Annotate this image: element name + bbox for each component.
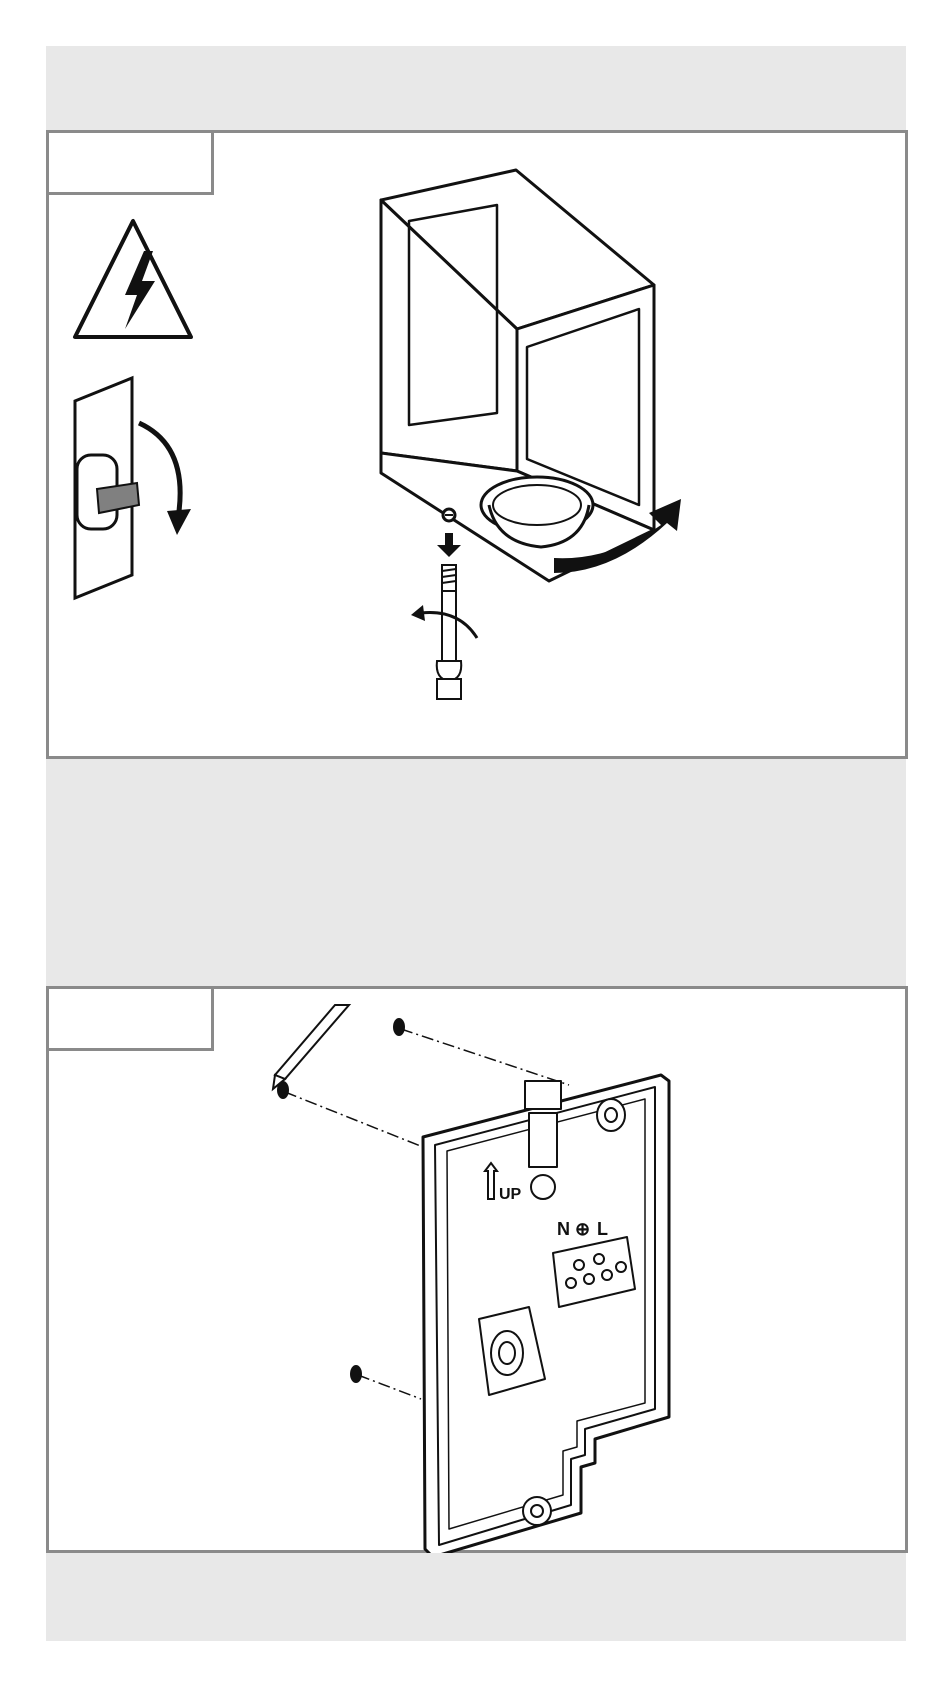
drill-hole-marks	[277, 1018, 405, 1383]
pencil-icon	[273, 1005, 349, 1089]
step2-panel: UP N ⊕ L	[46, 986, 908, 1553]
mounting-backplate	[423, 1075, 669, 1557]
footer-band	[46, 1553, 906, 1641]
screw-icon	[442, 565, 456, 591]
circuit-breaker-off-icon	[75, 378, 139, 598]
step1-illustration	[49, 133, 905, 756]
down-arrow-icon	[437, 533, 461, 557]
step2-illustration: UP N ⊕ L	[49, 989, 905, 1550]
electric-hazard-icon	[75, 221, 191, 337]
terminal-label-earth: ⊕	[575, 1219, 590, 1239]
middle-band	[46, 759, 906, 986]
sensor-lamp	[381, 170, 654, 581]
terminal-label-n: N	[557, 1219, 570, 1239]
up-label: UP	[499, 1186, 522, 1203]
rotate-arrow-icon	[139, 423, 191, 535]
step1-panel	[46, 130, 908, 759]
terminal-label-l: L	[597, 1219, 608, 1239]
header-band	[46, 46, 906, 130]
screwdriver-icon	[437, 591, 462, 699]
